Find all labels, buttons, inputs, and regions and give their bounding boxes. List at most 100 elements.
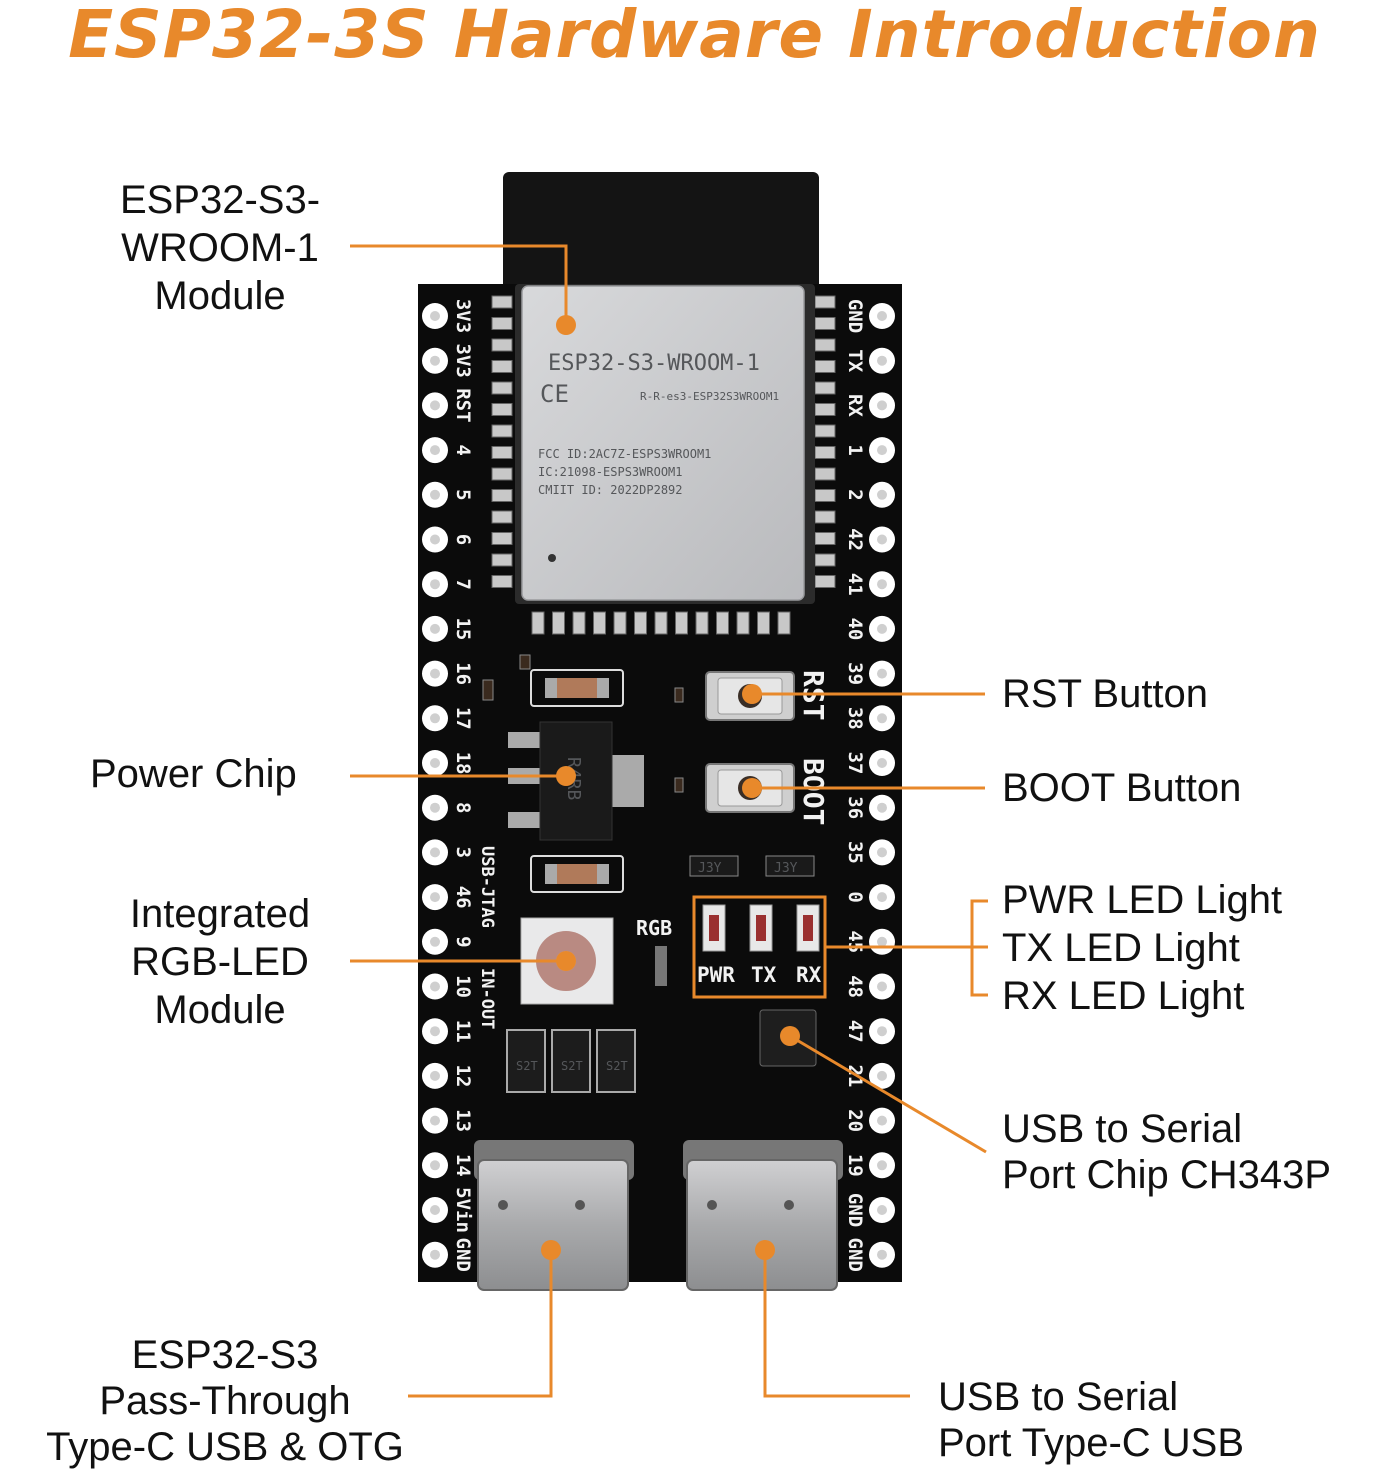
left-pin-hole xyxy=(422,303,448,329)
left-pin-hole xyxy=(422,1241,448,1268)
module-cmiit: CMIIT ID: 2022DP2892 xyxy=(538,483,683,497)
svg-text:J3Y: J3Y xyxy=(774,861,798,876)
left-pin-hole xyxy=(422,1152,448,1179)
left-pin-hole xyxy=(422,347,448,374)
usb-c-port-left[interactable] xyxy=(474,1140,634,1291)
right-pin-label: 1 xyxy=(844,444,866,455)
left-pin-label: 3V3 xyxy=(452,344,474,378)
leader-dots xyxy=(541,315,800,1260)
left-pin-hole xyxy=(422,1197,448,1223)
right-pin-hole xyxy=(869,571,895,598)
header-pins xyxy=(422,303,895,1268)
right-pin-label: 38 xyxy=(844,707,866,730)
right-pin-label: 19 xyxy=(844,1154,866,1177)
left-pin-label: 4 xyxy=(452,444,474,455)
left-pin-hole xyxy=(422,973,448,1000)
right-pin-label: TX xyxy=(844,349,866,372)
left-pin-label: 6 xyxy=(452,534,474,545)
diodes: S2T S2T S2T xyxy=(506,1029,636,1093)
label-usb-serial-port: USB to Serial Port Type-C USB xyxy=(938,1375,1245,1465)
right-pin-hole xyxy=(869,392,895,419)
left-pin-hole xyxy=(422,1107,448,1134)
label-module: ESP32-S3- WROOM-1 Module xyxy=(119,178,321,318)
right-pin-label: 48 xyxy=(844,975,866,998)
module-castellations xyxy=(491,295,836,635)
left-pin-hole xyxy=(422,526,448,553)
left-pin-label: 15 xyxy=(452,617,474,640)
right-pin-label: 47 xyxy=(844,1020,866,1043)
label-usb-serial-chip: USB to Serial Port Chip CH343P xyxy=(1002,1107,1332,1197)
right-pin-label: RX xyxy=(844,394,866,417)
right-pin-hole xyxy=(869,1152,895,1179)
left-pin-label: 8 xyxy=(452,802,474,813)
left-pin-label: 9 xyxy=(452,936,474,947)
wroom-module: ESP32-S3-WROOM-1 CE R-R-es3-ESP32S3WROOM… xyxy=(515,284,815,604)
left-pin-hole xyxy=(422,571,448,598)
left-pin-hole xyxy=(422,481,448,508)
left-pin-label: 16 xyxy=(452,662,474,685)
module-title: ESP32-S3-WROOM-1 xyxy=(548,351,760,376)
right-pin-label: 36 xyxy=(844,796,866,819)
silk-rx: RX xyxy=(796,963,822,987)
module-ic: IC:21098-ESPS3WROOM1 xyxy=(538,465,683,479)
label-rgb-led: Integrated RGB-LED Module xyxy=(129,892,311,1032)
left-pin-label: 5Vin xyxy=(452,1187,474,1233)
left-pin-label: 13 xyxy=(452,1109,474,1132)
right-pin-label: 45 xyxy=(844,930,866,953)
label-passthrough-usb: ESP32-S3 Pass-Through Type-C USB & OTG xyxy=(46,1333,404,1469)
right-pin-label: GND xyxy=(844,1193,866,1227)
label-power-chip: Power Chip xyxy=(90,752,297,796)
left-pin-hole xyxy=(422,705,448,732)
right-pin-label: 40 xyxy=(844,617,866,640)
right-pin-hole xyxy=(869,526,895,553)
svg-text:S2T: S2T xyxy=(606,1059,628,1073)
right-pin-hole xyxy=(869,615,895,642)
right-pin-label: 41 xyxy=(844,573,866,596)
right-pin-hole xyxy=(869,839,895,866)
status-leds xyxy=(702,904,820,952)
left-pin-label: 12 xyxy=(452,1064,474,1087)
module-cert: R-R-es3-ESP32S3WROOM1 xyxy=(640,390,779,403)
page-title: ESP32-3S Hardware Introduction xyxy=(68,0,1321,73)
right-pin-label: 2 xyxy=(844,489,866,500)
right-pin-label: 0 xyxy=(844,891,866,902)
left-pin-hole xyxy=(422,392,448,419)
transistor-right: J3Y xyxy=(765,855,815,877)
left-pin-label: 3V3 xyxy=(452,299,474,333)
svg-text:S2T: S2T xyxy=(516,1059,538,1073)
left-pin-label: 11 xyxy=(452,1020,474,1043)
right-pin-label: 37 xyxy=(844,752,866,775)
silk-in-out: IN-OUT xyxy=(477,968,497,1029)
left-pin-label: 14 xyxy=(452,1154,474,1177)
label-leds: PWR LED Light TX LED Light RX LED Light xyxy=(1002,878,1283,1018)
usb-c-port-right[interactable] xyxy=(683,1140,843,1291)
svg-text:S2T: S2T xyxy=(561,1059,583,1073)
silk-boot: BOOT xyxy=(797,758,830,825)
left-pin-label: RST xyxy=(452,388,474,422)
left-pin-hole xyxy=(422,1018,448,1045)
capacitor-top xyxy=(530,669,624,707)
right-pin-hole xyxy=(869,481,895,508)
right-pin-hole xyxy=(869,928,895,955)
svg-text:J3Y: J3Y xyxy=(698,861,722,876)
left-pin-label: 46 xyxy=(452,886,474,909)
right-pin-hole xyxy=(869,1018,895,1045)
module-fcc: FCC ID:2AC7Z-ESPS3WROOM1 xyxy=(538,447,711,461)
right-pin-label: 42 xyxy=(844,528,866,551)
label-boot-button: BOOT Button xyxy=(1002,766,1242,810)
right-pin-hole xyxy=(869,437,895,464)
left-pin-label: 5 xyxy=(452,489,474,500)
right-pin-hole xyxy=(869,973,895,1000)
right-pin-hole xyxy=(869,660,895,687)
right-pin-label: GND xyxy=(844,299,866,333)
left-pin-hole xyxy=(422,437,448,464)
power-regulator-chip: R4RB xyxy=(508,721,644,841)
right-pin-hole xyxy=(869,1241,895,1268)
left-pin-label: 17 xyxy=(452,707,474,730)
right-pin-hole xyxy=(869,303,895,329)
silk-pwr: PWR xyxy=(697,963,735,987)
right-pin-hole xyxy=(869,347,895,374)
right-pin-hole xyxy=(869,705,895,732)
right-pin-hole xyxy=(869,750,895,776)
silk-rgb: RGB xyxy=(636,916,672,940)
